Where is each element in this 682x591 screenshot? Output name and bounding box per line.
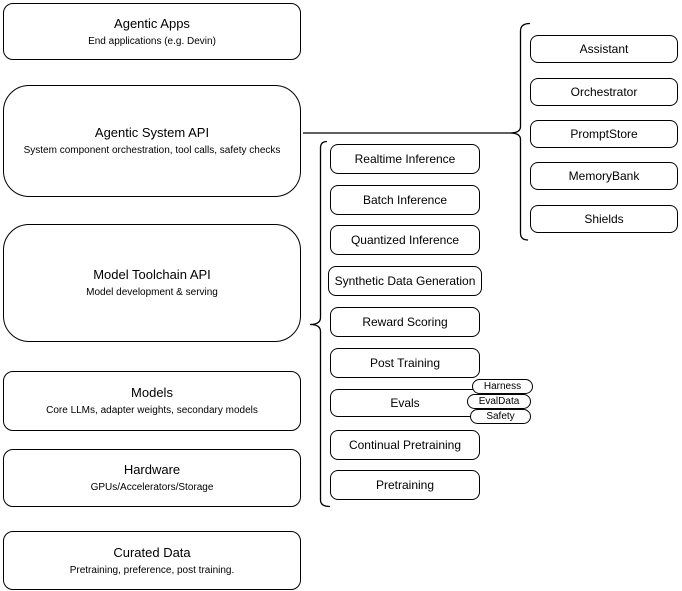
node-label: Pretraining — [375, 478, 435, 492]
node-models: Models Core LLMs, adapter weights, secon… — [3, 371, 301, 431]
node-subtitle: Core LLMs, adapter weights, secondary mo… — [46, 405, 258, 416]
node-title: Hardware — [123, 462, 181, 477]
node-subtitle: Model development & serving — [86, 287, 218, 298]
node-label: Synthetic Data Generation — [334, 274, 476, 288]
node-title: Agentic Apps — [114, 15, 190, 31]
node-quantized-inference: Quantized Inference — [330, 225, 480, 255]
node-evals: Evals — [330, 389, 480, 417]
node-subtitle: GPUs/Accelerators/Storage — [90, 482, 214, 493]
tag-safety: Safety — [470, 409, 531, 424]
node-batch-inference: Batch Inference — [330, 185, 480, 215]
node-realtime-inference: Realtime Inference — [330, 144, 480, 174]
tag-label: EvalData — [478, 396, 520, 407]
components-brace — [509, 22, 531, 241]
node-title: Models — [131, 385, 173, 400]
node-curated-data: Curated Data Pretraining, preference, po… — [3, 531, 301, 590]
node-model-toolchain-api: Model Toolchain API Model development & … — [3, 224, 301, 342]
node-label: Batch Inference — [362, 193, 448, 207]
node-label: Post Training — [369, 356, 441, 370]
node-subtitle: End applications (e.g. Devin) — [88, 35, 216, 47]
node-label: Shields — [584, 212, 624, 226]
node-label: Realtime Inference — [354, 152, 456, 166]
node-orchestrator: Orchestrator — [530, 78, 678, 106]
node-title: Model Toolchain API — [93, 267, 211, 282]
node-label: Continual Pretraining — [348, 438, 462, 452]
tag-label: Harness — [483, 381, 522, 392]
node-subtitle: Pretraining, preference, post training. — [69, 564, 235, 576]
node-title: Curated Data — [113, 544, 191, 560]
node-label: Reward Scoring — [362, 315, 448, 329]
tag-harness: Harness — [472, 379, 533, 394]
tag-label: Safety — [486, 411, 515, 422]
node-promptstore: PromptStore — [530, 120, 678, 148]
node-reward-scoring: Reward Scoring — [330, 307, 480, 337]
node-label: Evals — [390, 396, 420, 410]
node-agentic-apps: Agentic Apps End applications (e.g. Devi… — [3, 3, 301, 60]
node-post-training: Post Training — [330, 348, 480, 378]
node-hardware: Hardware GPUs/Accelerators/Storage — [3, 449, 301, 507]
node-assistant: Assistant — [530, 35, 678, 63]
node-memorybank: MemoryBank — [530, 162, 678, 190]
node-label: Quantized Inference — [350, 233, 460, 247]
node-label: Orchestrator — [570, 85, 638, 99]
node-synthetic-data-generation: Synthetic Data Generation — [328, 266, 482, 296]
tag-evaldata: EvalData — [467, 394, 531, 409]
toolchain-brace — [309, 140, 331, 508]
node-label: MemoryBank — [568, 169, 640, 183]
node-agentic-system-api: Agentic System API System component orch… — [3, 85, 301, 197]
node-title: Agentic System API — [94, 125, 210, 140]
node-label: Assistant — [579, 42, 629, 56]
node-shields: Shields — [530, 205, 678, 233]
node-continual-pretraining: Continual Pretraining — [330, 430, 480, 460]
node-pretraining: Pretraining — [330, 470, 480, 500]
node-label: PromptStore — [570, 127, 638, 141]
node-subtitle: System component orchestration, tool cal… — [23, 145, 281, 156]
